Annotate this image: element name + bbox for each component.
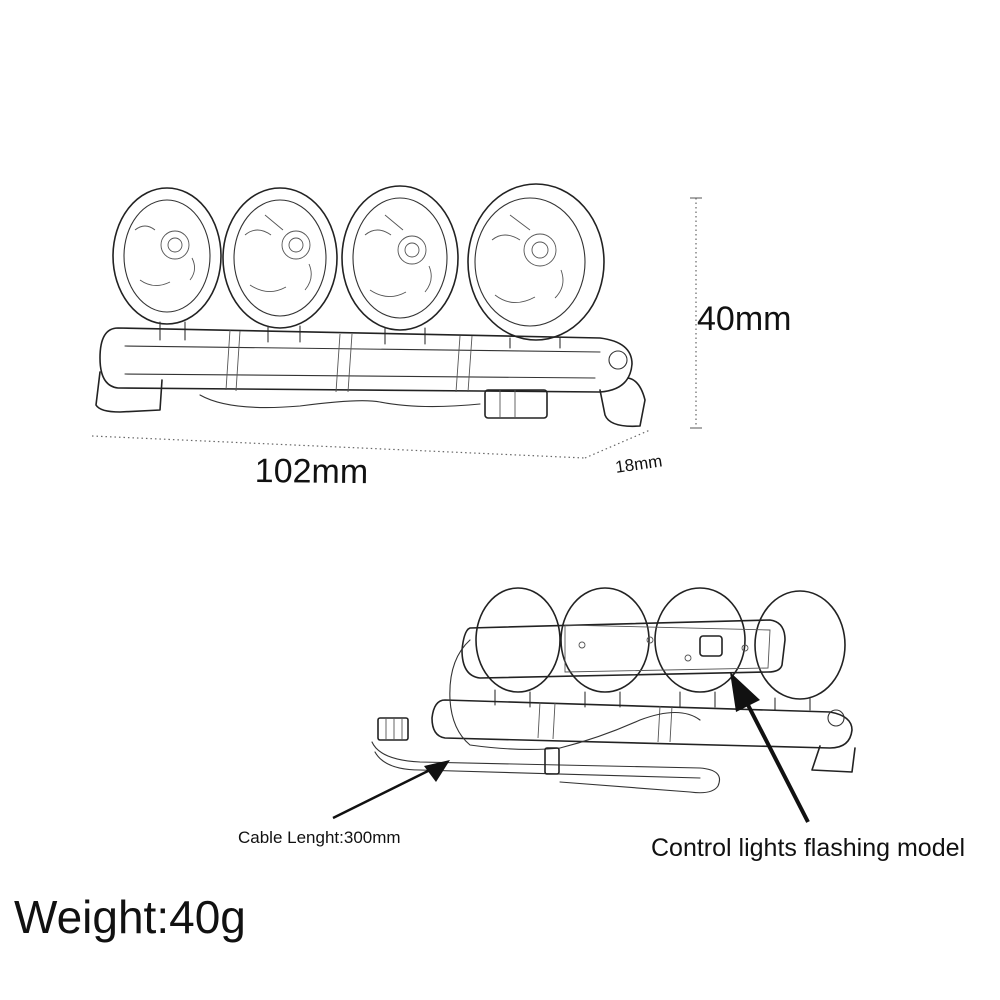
depth-dimension-line xyxy=(584,429,651,459)
lamp-2 xyxy=(222,187,338,329)
control-pointer-arrow xyxy=(730,672,810,823)
light-bar-rear-view xyxy=(371,587,856,794)
length-dimension-line xyxy=(91,435,586,459)
lamp-1 xyxy=(112,187,222,325)
lamp-4 xyxy=(467,183,605,341)
height-dimension-label: 40mm xyxy=(697,300,792,338)
light-bar-front-view xyxy=(95,183,646,428)
weight-label: Weight:40g xyxy=(14,891,246,943)
cable-pointer-arrow xyxy=(332,760,450,820)
cable-connector xyxy=(377,717,409,741)
length-dimension-label: 102mm xyxy=(254,452,369,492)
cable-length-label: Cable Lenght:300mm xyxy=(238,828,401,847)
control-model-label: Control lights flashing model xyxy=(651,834,966,862)
lamp-3 xyxy=(341,185,459,331)
control-button xyxy=(699,635,723,657)
control-board-plate xyxy=(461,619,786,679)
